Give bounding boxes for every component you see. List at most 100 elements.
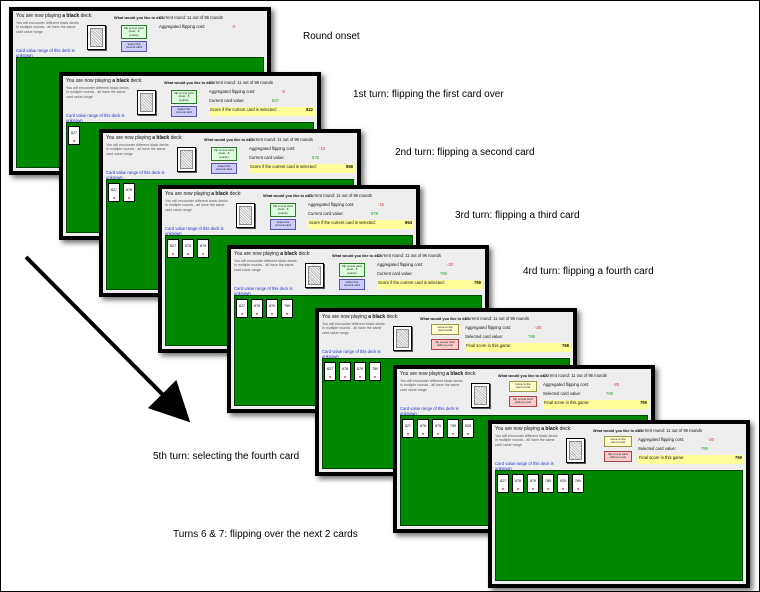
deck-color: a black xyxy=(280,251,298,257)
cost-value: -20 xyxy=(707,437,714,442)
card-value-row: Selected card value:789 xyxy=(543,391,613,396)
next-round-button[interactable]: move to the next round xyxy=(509,381,537,392)
deck-back[interactable] xyxy=(177,147,196,172)
question-text: What would you like to do? xyxy=(263,194,313,198)
instructions-text: You will encounter different black decks… xyxy=(165,199,228,212)
step-label-turn4: 4rd turn: flipping a fourth card xyxy=(523,266,654,277)
cost-row: Aggregated flipping cost:-15 xyxy=(308,202,384,207)
score-row: Score if the current card is selected:86… xyxy=(249,164,355,173)
cost-value: -20 xyxy=(446,262,453,267)
deck-suffix: deck: xyxy=(169,135,183,141)
card-mark: ✖ xyxy=(576,487,580,491)
card-value: 789 xyxy=(440,271,447,276)
card: 878✖ xyxy=(182,239,194,258)
cost-row: Aggregated flipping cost:-20 xyxy=(465,325,541,330)
card-mark: ✖ xyxy=(240,312,244,316)
score-row: Score if the current card is selected:82… xyxy=(209,107,315,116)
flip-card-button[interactable]: flip a new card (cost: -5 points) xyxy=(270,203,296,217)
flipped-cards: 827✖878✖879✖789✖ xyxy=(236,299,293,318)
card-mark: ✖ xyxy=(451,432,455,436)
select-card-button[interactable]: select the current card xyxy=(211,163,237,174)
flip-card-button[interactable]: flip a new card (cost: -5 points) xyxy=(121,25,147,39)
next-round-button[interactable]: move to the next round xyxy=(604,436,632,447)
score-value: 769 xyxy=(474,280,481,285)
flipped-cards: 827✖878✖879✖ xyxy=(167,239,209,258)
card-mark: ✖ xyxy=(255,312,259,316)
flipped-cards: 827✖ xyxy=(68,126,80,145)
select-card-button[interactable]: select the current card xyxy=(270,219,296,230)
question-text: What would you like to do? xyxy=(593,429,643,433)
card-value-row: Current card value:789 xyxy=(377,271,447,276)
deck-color: a black xyxy=(446,371,464,377)
instructions-text: You will encounter different black decks… xyxy=(16,21,79,34)
question-text: What would you like to do? xyxy=(332,254,382,258)
deck-back[interactable] xyxy=(566,438,585,463)
card-mark: ✖ xyxy=(466,432,470,436)
deck-back[interactable] xyxy=(87,25,106,50)
round-row: Current round: 11 out of 96 rounds xyxy=(249,137,313,142)
range-unknown-text: Card value range of this deck is unknown xyxy=(234,286,293,297)
score-value: 769 xyxy=(735,455,742,460)
deck-back[interactable] xyxy=(305,263,324,288)
question-text: What would you like to do? xyxy=(114,16,164,20)
score-row: Final score in this game:769 xyxy=(465,343,571,352)
card-value-row: Current card value:879 xyxy=(308,211,378,216)
next-round-button[interactable]: move to the next round xyxy=(431,324,459,335)
deck-back[interactable] xyxy=(137,90,156,115)
card-value: 827 xyxy=(272,98,279,103)
card: 925✖ xyxy=(462,419,474,438)
card-mark: ✖ xyxy=(501,487,505,491)
cost-row: Aggregated flipping cost:-20 xyxy=(543,382,619,387)
card: 827✖ xyxy=(167,239,179,258)
deck-color: a black xyxy=(62,13,80,19)
card-value: 789 xyxy=(606,391,613,396)
deck-suffix: deck: xyxy=(385,314,399,320)
flip-free-button[interactable]: flip a new card with no cost xyxy=(431,339,459,350)
card: 879✖ xyxy=(197,239,209,258)
deck-back[interactable] xyxy=(236,203,255,228)
round-row: Current round: 11 out of 96 rounds xyxy=(377,253,441,258)
card-mark: ✖ xyxy=(270,312,274,316)
card: 827✖ xyxy=(497,474,509,493)
cost-value: -15 xyxy=(377,202,384,207)
playing-prefix: You are now playing xyxy=(322,314,369,320)
card: 878✖ xyxy=(417,419,429,438)
select-card-button[interactable]: select the current card xyxy=(339,279,365,290)
round-row: Current round: 11 out of 96 rounds xyxy=(209,80,273,85)
card-mark: ✖ xyxy=(171,252,175,256)
select-card-button[interactable]: select the current card xyxy=(121,41,147,52)
card: 827✖ xyxy=(236,299,248,318)
card-mark: ✖ xyxy=(421,432,425,436)
question-text: What would you like to do? xyxy=(420,317,470,321)
card-mark: ✖ xyxy=(72,139,76,143)
flip-card-button[interactable]: flip a new card (cost: -5 points) xyxy=(339,263,365,277)
deck-back[interactable] xyxy=(393,326,412,351)
card: 789✖ xyxy=(447,419,459,438)
screen-turn7: You are now playing a black deck:You wil… xyxy=(488,420,750,588)
deck-back[interactable] xyxy=(471,383,490,408)
card-mark: ✖ xyxy=(561,487,565,491)
flip-card-button[interactable]: flip a new card (cost: -5 points) xyxy=(211,147,237,161)
cost-value: -20 xyxy=(534,325,541,330)
flip-free-button[interactable]: flip a new card with no cost xyxy=(604,451,632,462)
score-value: 769 xyxy=(562,343,569,348)
flip-free-button[interactable]: flip a new card with no cost xyxy=(509,396,537,407)
card: 789✖ xyxy=(542,474,554,493)
card-mark: ✖ xyxy=(328,375,332,379)
score-row: Final score in this game:769 xyxy=(638,455,744,464)
card-value: 878 xyxy=(312,155,319,160)
playing-prefix: You are now playing xyxy=(16,13,63,19)
card-value-row: Selected card value:789 xyxy=(465,334,535,339)
deck-header: You are now playing a black deck: xyxy=(495,426,572,432)
cost-row: Aggregated flipping cost:-20 xyxy=(377,262,453,267)
deck-suffix: deck: xyxy=(463,371,477,377)
round-row: Current round: 11 out of 96 rounds xyxy=(465,316,529,321)
select-card-button[interactable]: select the current card xyxy=(171,106,197,117)
instructions-text: You will encounter different black decks… xyxy=(322,322,385,335)
question-text: What would you like to do? xyxy=(498,374,548,378)
flip-card-button[interactable]: flip a new card (cost: -5 points) xyxy=(171,90,197,104)
deck-color: a black xyxy=(152,135,170,141)
